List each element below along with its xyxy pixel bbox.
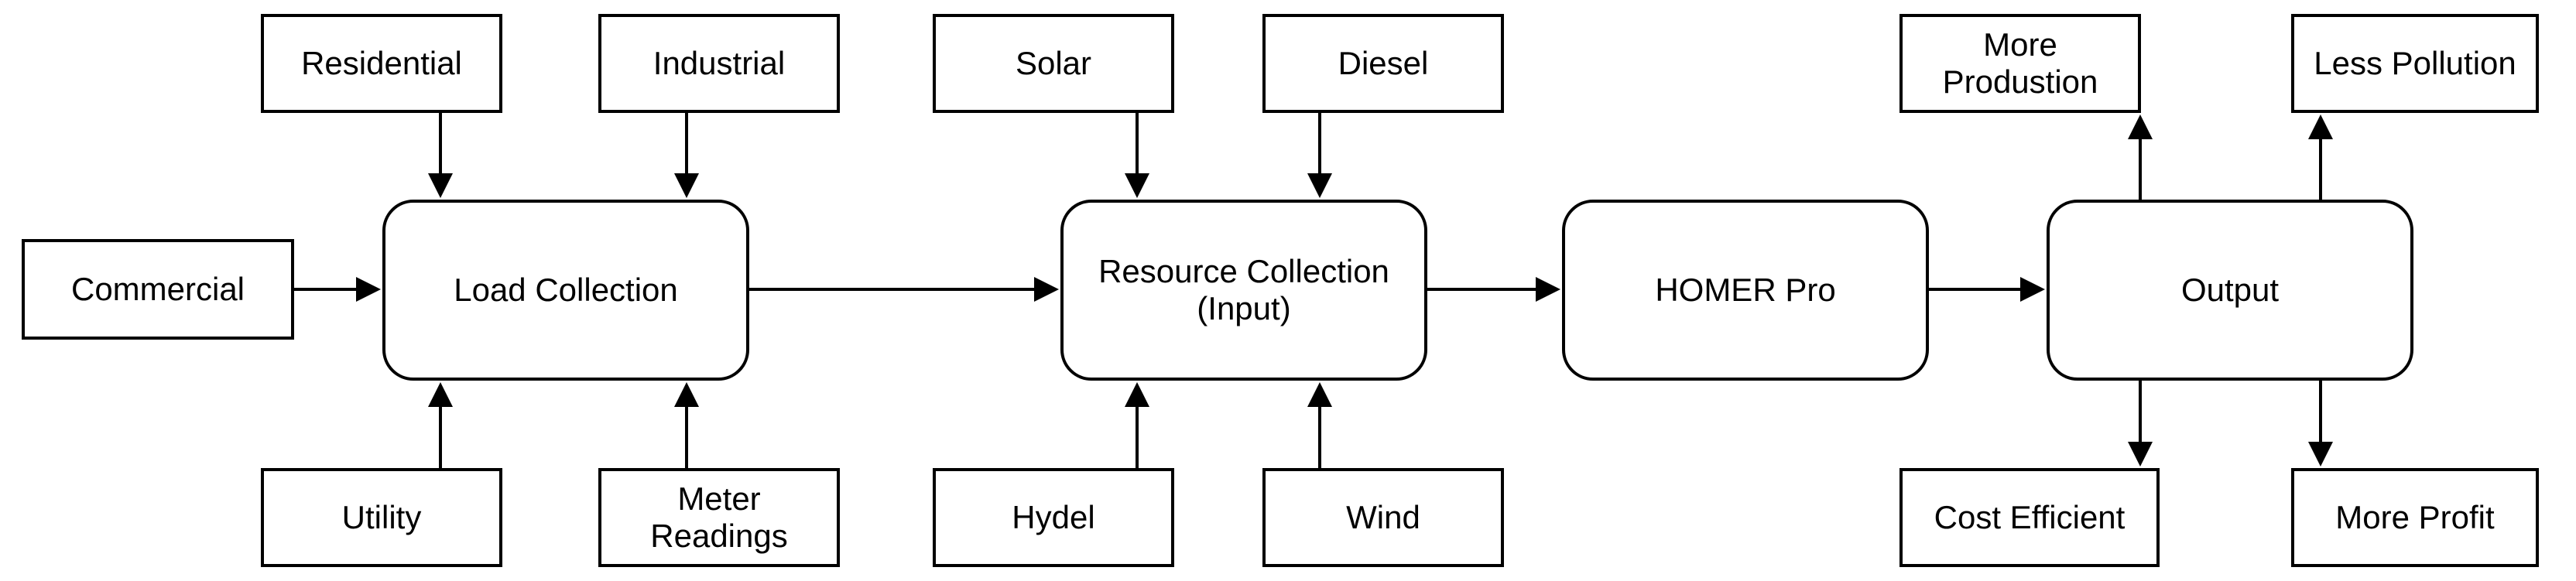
meter-readings-box: Meter Readings [598, 468, 840, 567]
residential-box: Residential [261, 14, 502, 113]
utility-box: Utility [261, 468, 502, 567]
less-pollution-box: Less Pollution [2291, 14, 2539, 113]
more-production-box: More Produstion [1899, 14, 2141, 113]
homer-pro-box: HOMER Pro [1562, 200, 1929, 381]
diesel-box: Diesel [1262, 14, 1504, 113]
load-collection-box: Load Collection [382, 200, 749, 381]
solar-box: Solar [933, 14, 1174, 113]
hydel-box: Hydel [933, 468, 1174, 567]
commercial-box: Commercial [22, 239, 294, 340]
industrial-box: Industrial [598, 14, 840, 113]
resource-collection-box: Resource Collection (Input) [1060, 200, 1427, 381]
cost-efficient-box: Cost Efficient [1899, 468, 2160, 567]
more-profit-box: More Profit [2291, 468, 2539, 567]
wind-box: Wind [1262, 468, 1504, 567]
output-box: Output [2047, 200, 2413, 381]
